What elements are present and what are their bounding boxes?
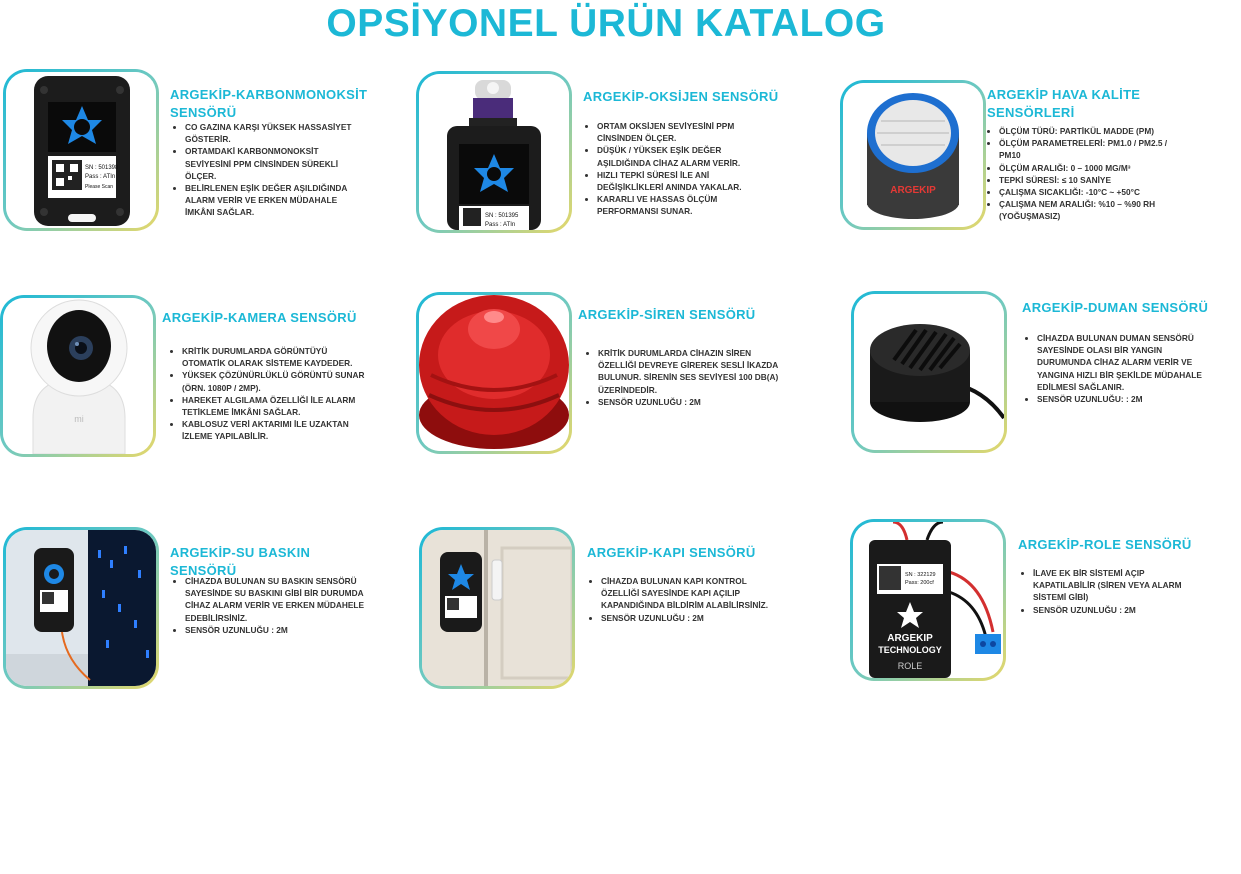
feature-item: KABLOSUZ VERİ AKTARIMI İLE UZAKTAN İZLEM…: [182, 418, 367, 442]
product-feature-list: ÖLÇÜM TÜRÜ: PARTİKÜL MADDE (PM) ÖLÇÜM PA…: [985, 125, 1189, 223]
feature-item: KARARLI VE HASSAS ÖLÇÜM PERFORMANSI SUNA…: [597, 193, 757, 217]
product-feature-list: CİHAZDA BULUNAN SU BASKIN SENSÖRÜ SAYESİ…: [171, 575, 370, 636]
product-feature-list: CİHAZDA BULUNAN DUMAN SENSÖRÜ SAYESİNDE …: [1023, 332, 1217, 405]
water-leak-sensor-device-icon: [6, 530, 156, 686]
product-image-frame: mi: [0, 295, 156, 457]
device-brand-label: ROLE: [898, 661, 923, 671]
siren-sensor-device-icon: [419, 295, 569, 451]
device-brand-label: mi: [74, 414, 84, 424]
device-label-pass: Pass: 200cf: [905, 580, 934, 586]
feature-item: ÖLÇÜM TÜRÜ: PARTİKÜL MADDE (PM): [999, 125, 1189, 137]
feature-item: YÜKSEK ÇÖZÜNÜRLÜKLÜ GÖRÜNTÜ SUNAR (ÖRN. …: [182, 369, 367, 393]
product-title: ARGEKİP-SU BASKIN SENSÖRÜ: [170, 545, 311, 578]
device-label-sn: SN : 501398: [85, 165, 119, 171]
relay-sensor-device-icon: SN : 322129 Pass: 200cf ARGEKIP TECHNOLO…: [853, 522, 1003, 678]
smoke-sensor-device-icon: [854, 294, 1004, 450]
product-image-frame: [3, 527, 159, 689]
feature-item: ÖLÇÜM ARALIĞI: 0 – 1000 MG/M³: [999, 162, 1189, 174]
feature-item: SENSÖR UZUNLUĞU : 2M: [185, 624, 370, 636]
product-image-frame: SN : 322129 Pass: 200cf ARGEKIP TECHNOLO…: [850, 519, 1006, 681]
product-title: ARGEKİP-SİREN SENSÖRÜ: [578, 307, 756, 322]
device-brand-label: ARGEKIP: [890, 185, 936, 196]
product-feature-list: İLAVE EK BİR SİSTEMİ AÇIP KAPATILABİLİR …: [1019, 567, 1203, 616]
feature-item: SENSÖR UZUNLUĞU : 2M: [601, 612, 781, 624]
product-title: ARGEKİP-KARBONMONOKSİT SENSÖRÜ: [170, 87, 368, 120]
feature-item: HAREKET ALGILAMA ÖZELLİĞİ İLE ALARM TETİ…: [182, 394, 367, 418]
feature-item: CİHAZDA BULUNAN KAPI KONTROL ÖZELLİĞİ SA…: [601, 575, 781, 612]
product-feature-list: CO GAZINA KARŞI YÜKSEK HASSASİYET GÖSTER…: [171, 121, 365, 219]
co-sensor-device-icon: SN : 501398 Pass : ATIn Please Scan: [6, 72, 156, 228]
product-image-frame: [419, 527, 575, 689]
product-title: ARGEKİP-KAPI SENSÖRÜ: [587, 545, 756, 560]
product-feature-list: ORTAM OKSİJEN SEVİYESİNİ PPM CİNSİNDEN Ö…: [583, 120, 757, 218]
air-quality-sensor-device-icon: ARGEKIP: [843, 83, 983, 227]
device-brand-label: TECHNOLOGY: [878, 645, 942, 655]
feature-item: HIZLI TEPKİ SÜRESİ İLE ANİ DEĞİŞİKLİKLER…: [597, 169, 757, 193]
device-label-note: Please Scan: [85, 184, 113, 190]
feature-item: CO GAZINA KARŞI YÜKSEK HASSASİYET GÖSTER…: [185, 121, 365, 145]
feature-item: ÖLÇÜM PARAMETRELERİ: PM1.0 / PM2.5 / PM1…: [999, 137, 1189, 161]
product-title: ARGEKİP-KAMERA SENSÖRÜ: [162, 310, 357, 325]
page-title: OPSİYONEL ÜRÜN KATALOG: [326, 2, 886, 45]
feature-item: SENSÖR UZUNLUĞU: : 2M: [1037, 393, 1217, 405]
product-image-frame: [851, 291, 1007, 453]
feature-item: ORTAM OKSİJEN SEVİYESİNİ PPM CİNSİNDEN Ö…: [597, 120, 757, 144]
product-image-frame: [416, 292, 572, 454]
device-label-pass: Pass : ATIn: [85, 174, 115, 180]
device-brand-label: ARGEKIP: [887, 633, 933, 644]
camera-sensor-device-icon: mi: [3, 298, 153, 454]
door-sensor-device-icon: [422, 530, 572, 686]
product-feature-list: KRİTİK DURUMLARDA CİHAZIN SİREN ÖZELLİĞİ…: [584, 347, 783, 408]
product-title: ARGEKİP-DUMAN SENSÖRÜ: [1022, 300, 1209, 315]
feature-item: CİHAZDA BULUNAN DUMAN SENSÖRÜ SAYESİNDE …: [1037, 332, 1217, 393]
product-title: ARGEKİP-ROLE SENSÖRÜ: [1018, 537, 1192, 552]
product-feature-list: CİHAZDA BULUNAN KAPI KONTROL ÖZELLİĞİ SA…: [587, 575, 781, 624]
oxygen-sensor-device-icon: SN : 501395 Pass : ATIn: [419, 74, 569, 230]
product-feature-list: KRİTİK DURUMLARDA GÖRÜNTÜYÜ OTOMATİK OLA…: [168, 345, 367, 443]
product-image-frame: SN : 501398 Pass : ATIn Please Scan: [3, 69, 159, 231]
feature-item: ÇALIŞMA SICAKLIĞI: -10°C ~ +50°C: [999, 186, 1189, 198]
feature-item: CİHAZDA BULUNAN SU BASKIN SENSÖRÜ SAYESİ…: [185, 575, 370, 624]
product-title: ARGEKİP HAVA KALİTE SENSÖRLERİ: [987, 87, 1141, 120]
feature-item: BELİRLENEN EŞİK DEĞER AŞILDIĞINDA ALARM …: [185, 182, 365, 219]
product-title: ARGEKİP-OKSİJEN SENSÖRÜ: [583, 89, 779, 104]
feature-item: KRİTİK DURUMLARDA GÖRÜNTÜYÜ OTOMATİK OLA…: [182, 345, 367, 369]
feature-item: TEPKİ SÜRESİ: ≤ 10 SANİYE: [999, 174, 1189, 186]
device-label-sn: SN : 322129: [905, 572, 936, 578]
feature-item: ORTAMDAKİ KARBONMONOKSİT SEVİYESİNİ PPM …: [185, 145, 365, 182]
feature-item: SENSÖR UZUNLUĞU : 2M: [1033, 604, 1203, 616]
product-image-frame: SN : 501395 Pass : ATIn: [416, 71, 572, 233]
feature-item: ÇALIŞMA NEM ARALIĞI: %10 – %90 RH (YOĞUŞ…: [999, 198, 1189, 222]
feature-item: İLAVE EK BİR SİSTEMİ AÇIP KAPATILABİLİR …: [1033, 567, 1203, 604]
device-label-pass: Pass : ATIn: [485, 222, 515, 228]
device-label-sn: SN : 501395: [485, 213, 519, 219]
feature-item: KRİTİK DURUMLARDA CİHAZIN SİREN ÖZELLİĞİ…: [598, 347, 783, 396]
feature-item: DÜŞÜK / YÜKSEK EŞİK DEĞER AŞILDIĞINDA Cİ…: [597, 144, 757, 168]
product-image-frame: ARGEKIP: [840, 80, 986, 230]
feature-item: SENSÖR UZUNLUĞU : 2M: [598, 396, 783, 408]
